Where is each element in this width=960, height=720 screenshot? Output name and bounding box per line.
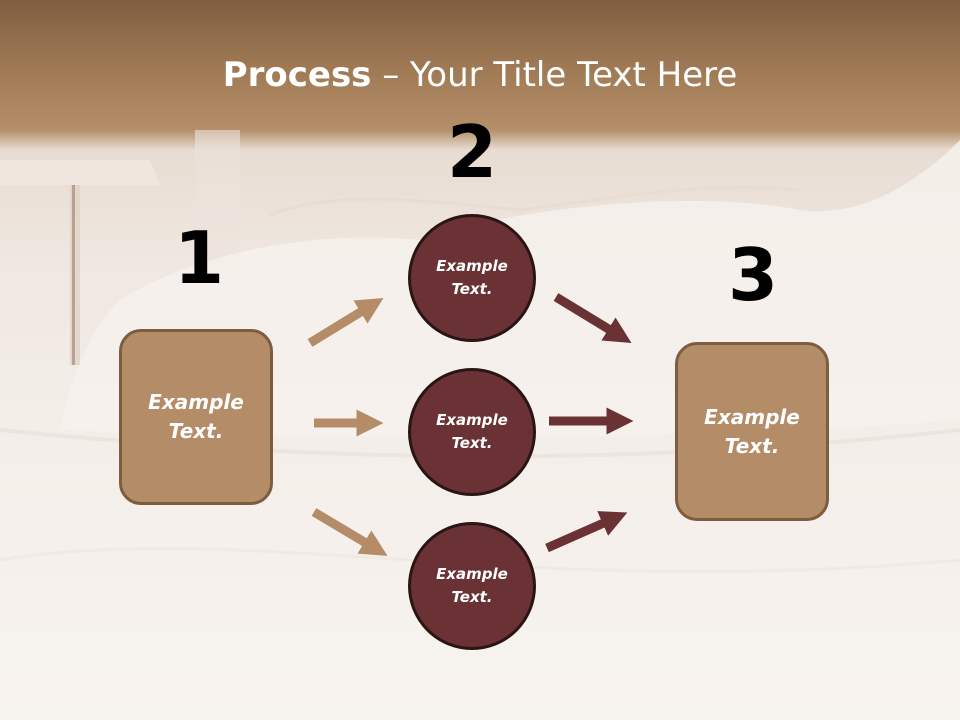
- step-2-circle-middle: Example Text.: [408, 368, 536, 496]
- step-2-circle-top: Example Text.: [408, 214, 536, 342]
- step-1-box: Example Text.: [119, 329, 273, 505]
- step-3-box-text: Example Text.: [704, 404, 800, 458]
- arrow-1-to-top-circle: [307, 297, 384, 347]
- arrow-bottom-circle-to-3: [545, 511, 628, 553]
- step-number-3: 3: [727, 233, 779, 317]
- title-rest-text: – Your Title Text Here: [371, 55, 738, 95]
- step-1-box-text: Example Text.: [148, 390, 244, 443]
- step-3-box: Example Text.: [675, 342, 829, 521]
- step-number-1: 1: [173, 216, 225, 300]
- step-2-circle-bottom: Example Text.: [408, 522, 536, 650]
- circle-bottom-text: Example Text.: [436, 565, 508, 606]
- circle-top-text: Example Text.: [436, 257, 508, 298]
- arrow-1-to-bottom-circle: [311, 508, 388, 556]
- step-number-2: 2: [446, 110, 498, 194]
- slide-title: Process – Your Title Text Here: [0, 52, 960, 98]
- arrow-top-circle-to-3: [553, 293, 632, 344]
- title-bold-text: Process: [222, 55, 372, 95]
- circle-middle-text: Example Text.: [436, 411, 508, 452]
